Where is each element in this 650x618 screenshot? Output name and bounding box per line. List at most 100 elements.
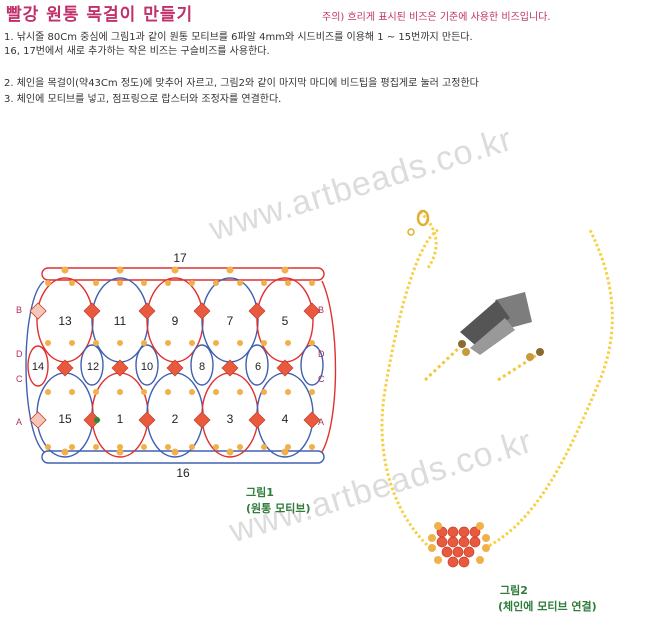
bead-4mm <box>221 359 239 377</box>
thread-left <box>25 280 45 453</box>
motif-seed-bead <box>434 522 442 530</box>
motif-bead <box>463 546 475 558</box>
step-3: 3. 체인에 모티브를 넣고, 점프링으로 랍스터와 조정자를 연결한다. <box>4 94 282 105</box>
motif-number: 9 <box>172 314 179 328</box>
bead-4mm <box>193 302 211 320</box>
motif-number: 2 <box>172 412 179 426</box>
thread-right <box>321 280 337 453</box>
seed-bead <box>171 266 179 274</box>
seed-bead <box>309 389 315 395</box>
seed-bead <box>141 444 147 450</box>
seed-bead <box>117 444 123 450</box>
loop-middle <box>190 344 214 386</box>
step-2: 2. 체인을 목걸이(약43Cm 정도)에 맞추어 자르고, 그림2와 같이 마… <box>4 78 479 89</box>
seed-bead <box>116 266 124 274</box>
seed-bead <box>309 444 315 450</box>
loop-middle <box>80 344 104 386</box>
bead-4mm <box>138 411 156 429</box>
bead-4mm <box>248 411 266 429</box>
seed-bead <box>309 280 315 286</box>
motif-seed-bead <box>476 522 484 530</box>
motif-seed-bead <box>482 534 490 542</box>
seed-bead <box>117 280 123 286</box>
loop-middle <box>27 345 49 387</box>
seed-bead <box>69 389 75 395</box>
motif-bead <box>447 526 459 538</box>
seed-bead <box>171 448 179 456</box>
side-label-right: C <box>318 374 325 384</box>
seed-bead <box>45 280 51 286</box>
seed-bead <box>237 444 243 450</box>
seed-bead <box>261 444 267 450</box>
motif-number: 1 <box>117 412 124 426</box>
seed-bead <box>261 389 267 395</box>
motif-bead <box>447 536 459 548</box>
seed-bead <box>93 280 99 286</box>
seed-bead <box>45 389 51 395</box>
motif-bead <box>458 556 470 568</box>
motif-bead <box>469 536 481 548</box>
note-text: 주의) 흐리게 표시된 비즈은 기준에 사용한 비즈입니다. <box>322 12 551 23</box>
seed-bead <box>69 280 75 286</box>
motif-bead <box>452 546 464 558</box>
bead-4mm <box>303 302 321 320</box>
seed-bead <box>141 389 147 395</box>
seed-bead <box>281 266 289 274</box>
seed-bead <box>281 448 289 456</box>
motif-number: 7 <box>227 314 234 328</box>
side-label-left: C <box>16 374 23 384</box>
seed-bead <box>93 340 99 346</box>
motif-number: 10 <box>141 361 153 373</box>
thread-label-17: 17 <box>173 251 187 265</box>
seed-bead <box>237 340 243 346</box>
figure1-caption-subtitle: (원통 모티브) <box>246 502 311 515</box>
step-1: 1. 낚시줄 80Cm 중심에 그림1과 같이 원통 모티브를 6파알 4mm와… <box>4 32 473 43</box>
seed-bead <box>45 340 51 346</box>
seed-bead <box>141 280 147 286</box>
motif-number: 15 <box>58 412 72 426</box>
motif-seed-bead <box>434 556 442 564</box>
side-label-left: D <box>16 349 23 359</box>
motif-seed-bead <box>476 556 484 564</box>
seed-bead <box>226 448 234 456</box>
thread-16 <box>41 450 325 464</box>
seed-bead <box>165 280 171 286</box>
bead-4mm <box>276 359 294 377</box>
seed-bead <box>165 340 171 346</box>
necklace-chain <box>380 228 614 550</box>
motif-number: 5 <box>282 314 289 328</box>
bead-reference <box>29 411 47 429</box>
loop-middle <box>135 344 159 386</box>
bead-4mm <box>138 302 156 320</box>
side-label-left: B <box>16 305 22 315</box>
necklace-motif <box>428 522 490 568</box>
figure2-caption-title: 그림2 <box>500 584 528 597</box>
seed-bead <box>237 280 243 286</box>
seed-bead <box>116 448 124 456</box>
bead-4mm <box>248 302 266 320</box>
page-title: 빨강 원통 목걸이 만들기 <box>6 5 194 25</box>
seed-bead <box>309 340 315 346</box>
seed-bead <box>189 340 195 346</box>
seed-bead <box>285 444 291 450</box>
motif-number: 13 <box>58 314 72 328</box>
seed-bead <box>213 389 219 395</box>
motif-bead <box>469 526 481 538</box>
side-label-left: A <box>16 417 22 427</box>
motif-number: 4 <box>282 412 289 426</box>
lobster-clasp-icon <box>407 209 430 236</box>
seed-bead <box>189 280 195 286</box>
bead-4mm <box>193 411 211 429</box>
side-label-right: D <box>318 349 325 359</box>
seed-bead <box>141 340 147 346</box>
motif-number: 12 <box>87 361 99 373</box>
seed-bead <box>61 266 69 274</box>
motif-seed-bead <box>428 544 436 552</box>
motif-number: 3 <box>227 412 234 426</box>
extender-chain <box>418 210 438 269</box>
motif-seed-bead <box>482 544 490 552</box>
seed-bead <box>165 389 171 395</box>
seed-bead <box>93 389 99 395</box>
start-marker <box>94 417 100 423</box>
